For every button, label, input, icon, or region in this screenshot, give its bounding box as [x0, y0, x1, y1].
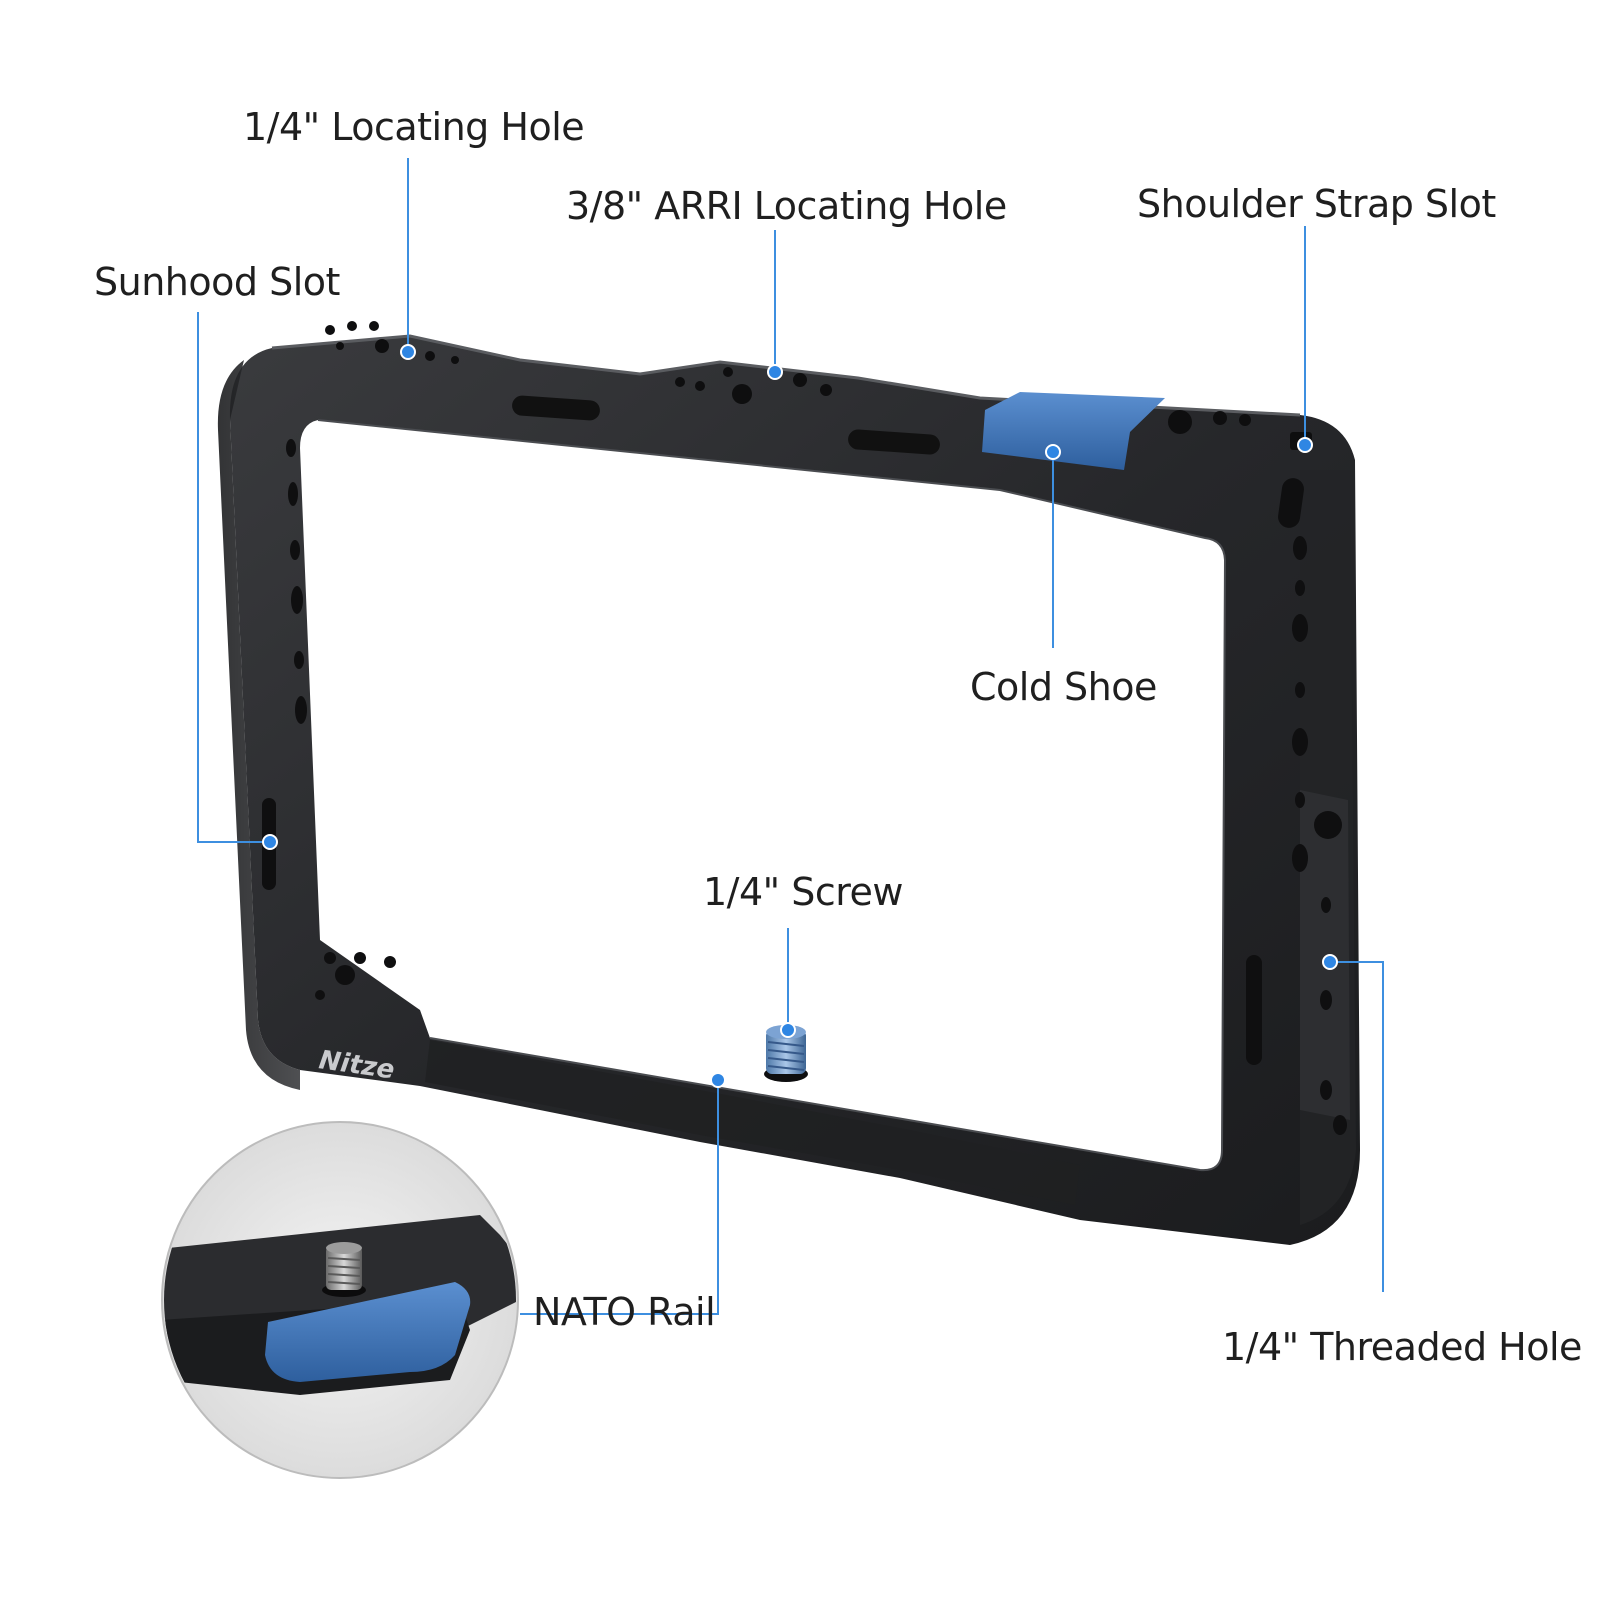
label-quarter-screw: 1/4" Screw: [703, 870, 903, 914]
leader-sunhood: [197, 312, 270, 843]
dot-locating-hole: [400, 344, 416, 360]
right-side-holes: [1246, 478, 1347, 1135]
zoom-rail-blue-insert: [265, 1282, 471, 1382]
label-shoulder-strap-slot: Shoulder Strap Slot: [1137, 182, 1496, 226]
cage-inner-bevel: [317, 419, 1227, 1172]
cage-frame: [229, 336, 1360, 1245]
top-slot-right: [848, 429, 940, 455]
quarter-screw: [764, 1025, 808, 1082]
label-threaded-hole: 1/4" Threaded Hole: [1222, 1325, 1582, 1369]
cage-right-bracket: [1300, 790, 1350, 1120]
cold-shoe-mount: [982, 392, 1165, 470]
dot-nato-rail: [710, 1072, 726, 1088]
dot-shoulder-strap: [1297, 437, 1313, 453]
label-sunhood-slot: Sunhood Slot: [94, 260, 340, 304]
dot-sunhood: [262, 834, 278, 850]
label-cold-shoe: Cold Shoe: [970, 665, 1157, 709]
dot-cold-shoe: [1045, 444, 1061, 460]
leader-nato-rail: [520, 1080, 719, 1315]
dot-arri-hole: [767, 364, 783, 380]
nato-rail-body: [425, 1040, 1080, 1205]
label-nato-rail: NATO Rail: [533, 1290, 716, 1334]
nato-rail-zoom-inset: [161, 1121, 519, 1479]
leader-lines: [197, 158, 1384, 1315]
cage-top-highlight: [271, 334, 1301, 417]
cage-left-edge: [217, 360, 300, 1090]
dot-screw: [780, 1022, 796, 1038]
callout-dots: [262, 344, 1338, 1088]
label-arri-locating-hole: 3/8" ARRI Locating Hole: [566, 184, 1007, 228]
label-locating-hole: 1/4" Locating Hole: [243, 105, 585, 149]
leader-threaded-hole: [1330, 961, 1384, 1292]
zoom-screw: [322, 1242, 366, 1297]
dot-threaded-hole: [1322, 954, 1338, 970]
top-slot-left: [512, 395, 600, 421]
bottom-left-holes: [315, 952, 396, 1000]
